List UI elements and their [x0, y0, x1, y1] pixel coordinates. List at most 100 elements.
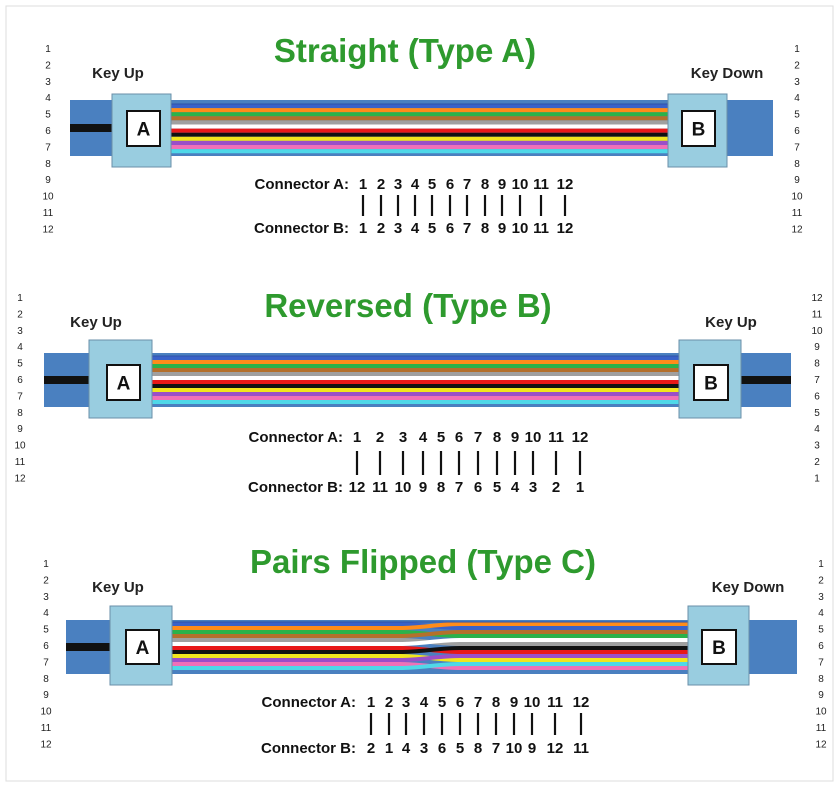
connector-left-letter: A: [136, 638, 150, 659]
connector-a-number: 11: [548, 429, 564, 446]
right-pin-number: 11: [792, 208, 803, 219]
right-key-label: Key Down: [691, 65, 764, 82]
left-pin-number: 12: [14, 473, 26, 484]
left-pin-number: 11: [43, 208, 54, 219]
left-pin-number: 3: [43, 592, 49, 603]
connector-b-number: 5: [493, 479, 501, 496]
connector-a-label: Connector A:: [249, 429, 343, 446]
left-pin-number: 10: [42, 192, 54, 203]
connector-b-number: 8: [437, 479, 445, 496]
connector-a-number: 8: [492, 694, 500, 711]
right-pin-number: 3: [814, 441, 820, 452]
connector-a-number: 4: [420, 694, 429, 711]
left-pin-number: 5: [43, 625, 49, 636]
right-pin-number: 10: [791, 192, 803, 203]
connector-b-number: 12: [547, 740, 564, 757]
right-pin-number: 11: [812, 309, 823, 320]
frame-border: [5, 5, 834, 782]
connector-b-number: 1: [576, 479, 584, 496]
right-pin-number: 12: [815, 739, 827, 750]
connector-a-number: 2: [376, 429, 384, 446]
left-pin-number: 9: [17, 424, 23, 435]
left-pin-number: 3: [17, 326, 23, 337]
connector-b-number: 9: [419, 479, 427, 496]
left-pin-number: 8: [45, 159, 51, 170]
right-pin-number: 2: [794, 60, 800, 71]
left-pin-number: 3: [45, 77, 51, 88]
connector-b-number: 12: [557, 220, 574, 237]
left-pin-number: 7: [17, 391, 23, 402]
right-pin-number: 1: [818, 559, 824, 570]
right-pin-number: 8: [814, 359, 820, 370]
left-pin-number: 11: [41, 723, 52, 734]
left-pin-number: 7: [43, 657, 49, 668]
connector-a-number: 2: [377, 176, 385, 193]
connector-a-number: 10: [512, 176, 529, 193]
left-pin-number: 5: [45, 110, 51, 121]
left-pin-number: 8: [17, 408, 23, 419]
fiber-ribbon: [152, 355, 679, 404]
connector-a-number: 3: [402, 694, 410, 711]
connector-b-number: 7: [492, 740, 500, 757]
connector-a-number: 3: [399, 429, 407, 446]
connector-a-number: 8: [481, 176, 489, 193]
connector-left-letter: A: [117, 374, 131, 395]
right-pin-number: 7: [818, 657, 824, 668]
right-pin-number: 3: [818, 592, 824, 603]
connector-a-number: 9: [510, 694, 518, 711]
right-pin-number: 1: [794, 44, 800, 55]
connector-b-label: Connector B:: [261, 740, 356, 757]
connector-a-number: 1: [367, 694, 375, 711]
connector-a-number: 10: [525, 429, 542, 446]
connector-b-number: 10: [395, 479, 412, 496]
fiber-ribbon: [172, 621, 688, 670]
right-pin-number: 2: [818, 575, 824, 586]
connector-a-number: 7: [474, 429, 482, 446]
left-pin-number: 4: [17, 342, 23, 353]
right-pin-number: 9: [794, 175, 800, 186]
connector-left-label-box: [126, 110, 161, 147]
left-pin-number: 12: [42, 224, 54, 235]
left-pin-number: 4: [45, 93, 51, 104]
connector-a-number: 4: [411, 176, 420, 193]
connector-b-number: 11: [372, 479, 388, 496]
left-pin-number: 6: [45, 126, 51, 137]
left-pin-number: 10: [40, 707, 52, 718]
connector-right-label-box: [701, 629, 737, 665]
connector-b-number: 1: [359, 220, 367, 237]
connector-b-number: 10: [512, 220, 529, 237]
connector-right-label-box: [693, 364, 729, 401]
connector-left-letter: A: [137, 120, 151, 141]
connector-a-number: 6: [446, 176, 454, 193]
right-key-stripe: [741, 376, 791, 384]
connector-b-number: 6: [438, 740, 446, 757]
left-pin-number: 10: [14, 441, 26, 452]
right-pin-number: 4: [818, 608, 824, 619]
right-pin-number: 12: [791, 224, 803, 235]
right-pin-number: 2: [814, 457, 820, 468]
connector-b-number: 2: [377, 220, 385, 237]
section-title: Reversed (Type B): [264, 287, 551, 324]
connector-a-number: 1: [353, 429, 361, 446]
left-pin-number: 1: [17, 293, 23, 304]
left-pin-number: 4: [43, 608, 49, 619]
section-title: Pairs Flipped (Type C): [250, 543, 596, 580]
section-title: Straight (Type A): [274, 32, 536, 69]
left-pin-number: 9: [43, 690, 49, 701]
connector-left-label-box: [125, 629, 160, 665]
connector-b-number: 11: [573, 740, 589, 757]
connector-b-number: 3: [420, 740, 428, 757]
connector-b-number: 3: [529, 479, 537, 496]
left-pin-number: 1: [45, 44, 51, 55]
right-pin-number: 4: [794, 93, 800, 104]
connector-b-number: 8: [474, 740, 482, 757]
fiber: [172, 662, 688, 670]
fiber: [172, 654, 688, 662]
connector-a-number: 1: [359, 176, 367, 193]
right-pin-number: 4: [814, 424, 820, 435]
